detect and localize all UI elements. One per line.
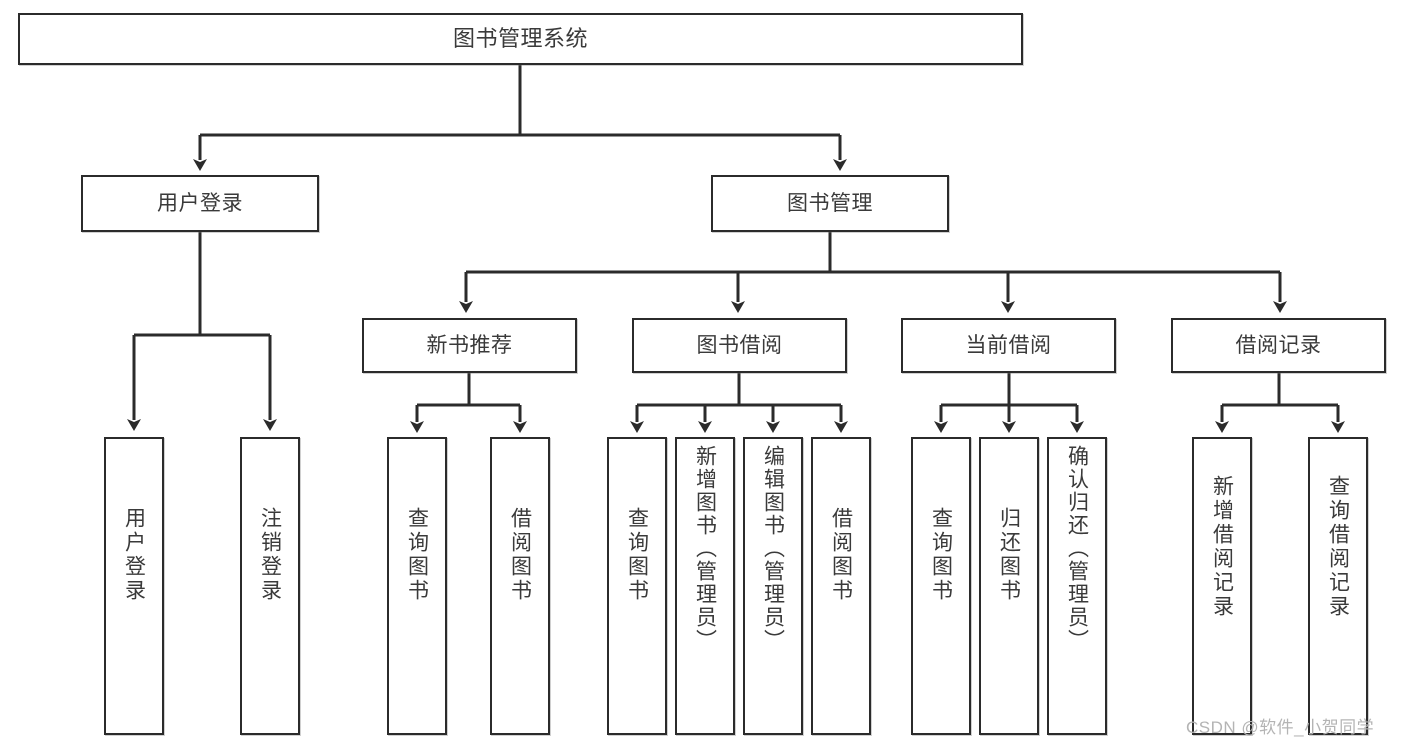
leaf-edit-book[interactable]: 编辑图书（管理员）	[743, 437, 803, 735]
node-label: 借阅图书	[508, 507, 532, 603]
node-label: 借阅记录	[1235, 333, 1322, 357]
leaf-query-borrow-record[interactable]: 查询借阅记录	[1308, 437, 1368, 735]
node-book-manage[interactable]: 图书管理	[711, 175, 949, 232]
node-label: 注销登录	[258, 507, 282, 603]
leaf-query-book-borrow[interactable]: 查询图书	[607, 437, 667, 735]
node-label: 查询图书	[625, 507, 649, 603]
node-label: 确认归还（管理员）	[1065, 445, 1089, 652]
node-label: 借阅图书	[829, 507, 853, 603]
leaf-borrow-book-recommend[interactable]: 借阅图书	[490, 437, 550, 735]
node-label: 用户登录	[122, 507, 146, 603]
leaf-add-borrow-record[interactable]: 新增借阅记录	[1192, 437, 1252, 735]
leaf-user-login[interactable]: 用户登录	[104, 437, 164, 735]
csdn-watermark: CSDN @软件_小贺同学	[1186, 718, 1375, 737]
leaf-query-book-recommend[interactable]: 查询图书	[387, 437, 447, 735]
node-borrow-record[interactable]: 借阅记录	[1171, 318, 1386, 373]
node-book-borrow[interactable]: 图书借阅	[632, 318, 847, 373]
node-label: 归还图书	[997, 507, 1021, 603]
node-label: 图书管理	[787, 191, 873, 215]
leaf-confirm-return[interactable]: 确认归还（管理员）	[1047, 437, 1107, 735]
node-new-book-recommend[interactable]: 新书推荐	[362, 318, 577, 373]
node-label: 新增借阅记录	[1210, 475, 1234, 619]
node-current-borrow[interactable]: 当前借阅	[901, 318, 1116, 373]
node-label: 新书推荐	[426, 333, 513, 357]
node-label: 编辑图书（管理员）	[761, 445, 785, 652]
node-label: 新增图书（管理员）	[693, 445, 717, 652]
node-label: 查询图书	[405, 507, 429, 603]
node-label: 图书借阅	[696, 333, 783, 357]
node-root-system[interactable]: 图书管理系统	[18, 13, 1023, 65]
leaf-query-book-current[interactable]: 查询图书	[911, 437, 971, 735]
leaf-add-book[interactable]: 新增图书（管理员）	[675, 437, 735, 735]
node-label: 用户登录	[157, 191, 243, 215]
node-label: 查询图书	[929, 507, 953, 603]
leaf-return-book[interactable]: 归还图书	[979, 437, 1039, 735]
leaf-logout-login[interactable]: 注销登录	[240, 437, 300, 735]
leaf-borrow-book[interactable]: 借阅图书	[811, 437, 871, 735]
node-label: 查询借阅记录	[1326, 475, 1350, 619]
node-label: 当前借阅	[965, 333, 1052, 357]
node-user-login[interactable]: 用户登录	[81, 175, 319, 232]
node-label: 图书管理系统	[452, 25, 588, 51]
